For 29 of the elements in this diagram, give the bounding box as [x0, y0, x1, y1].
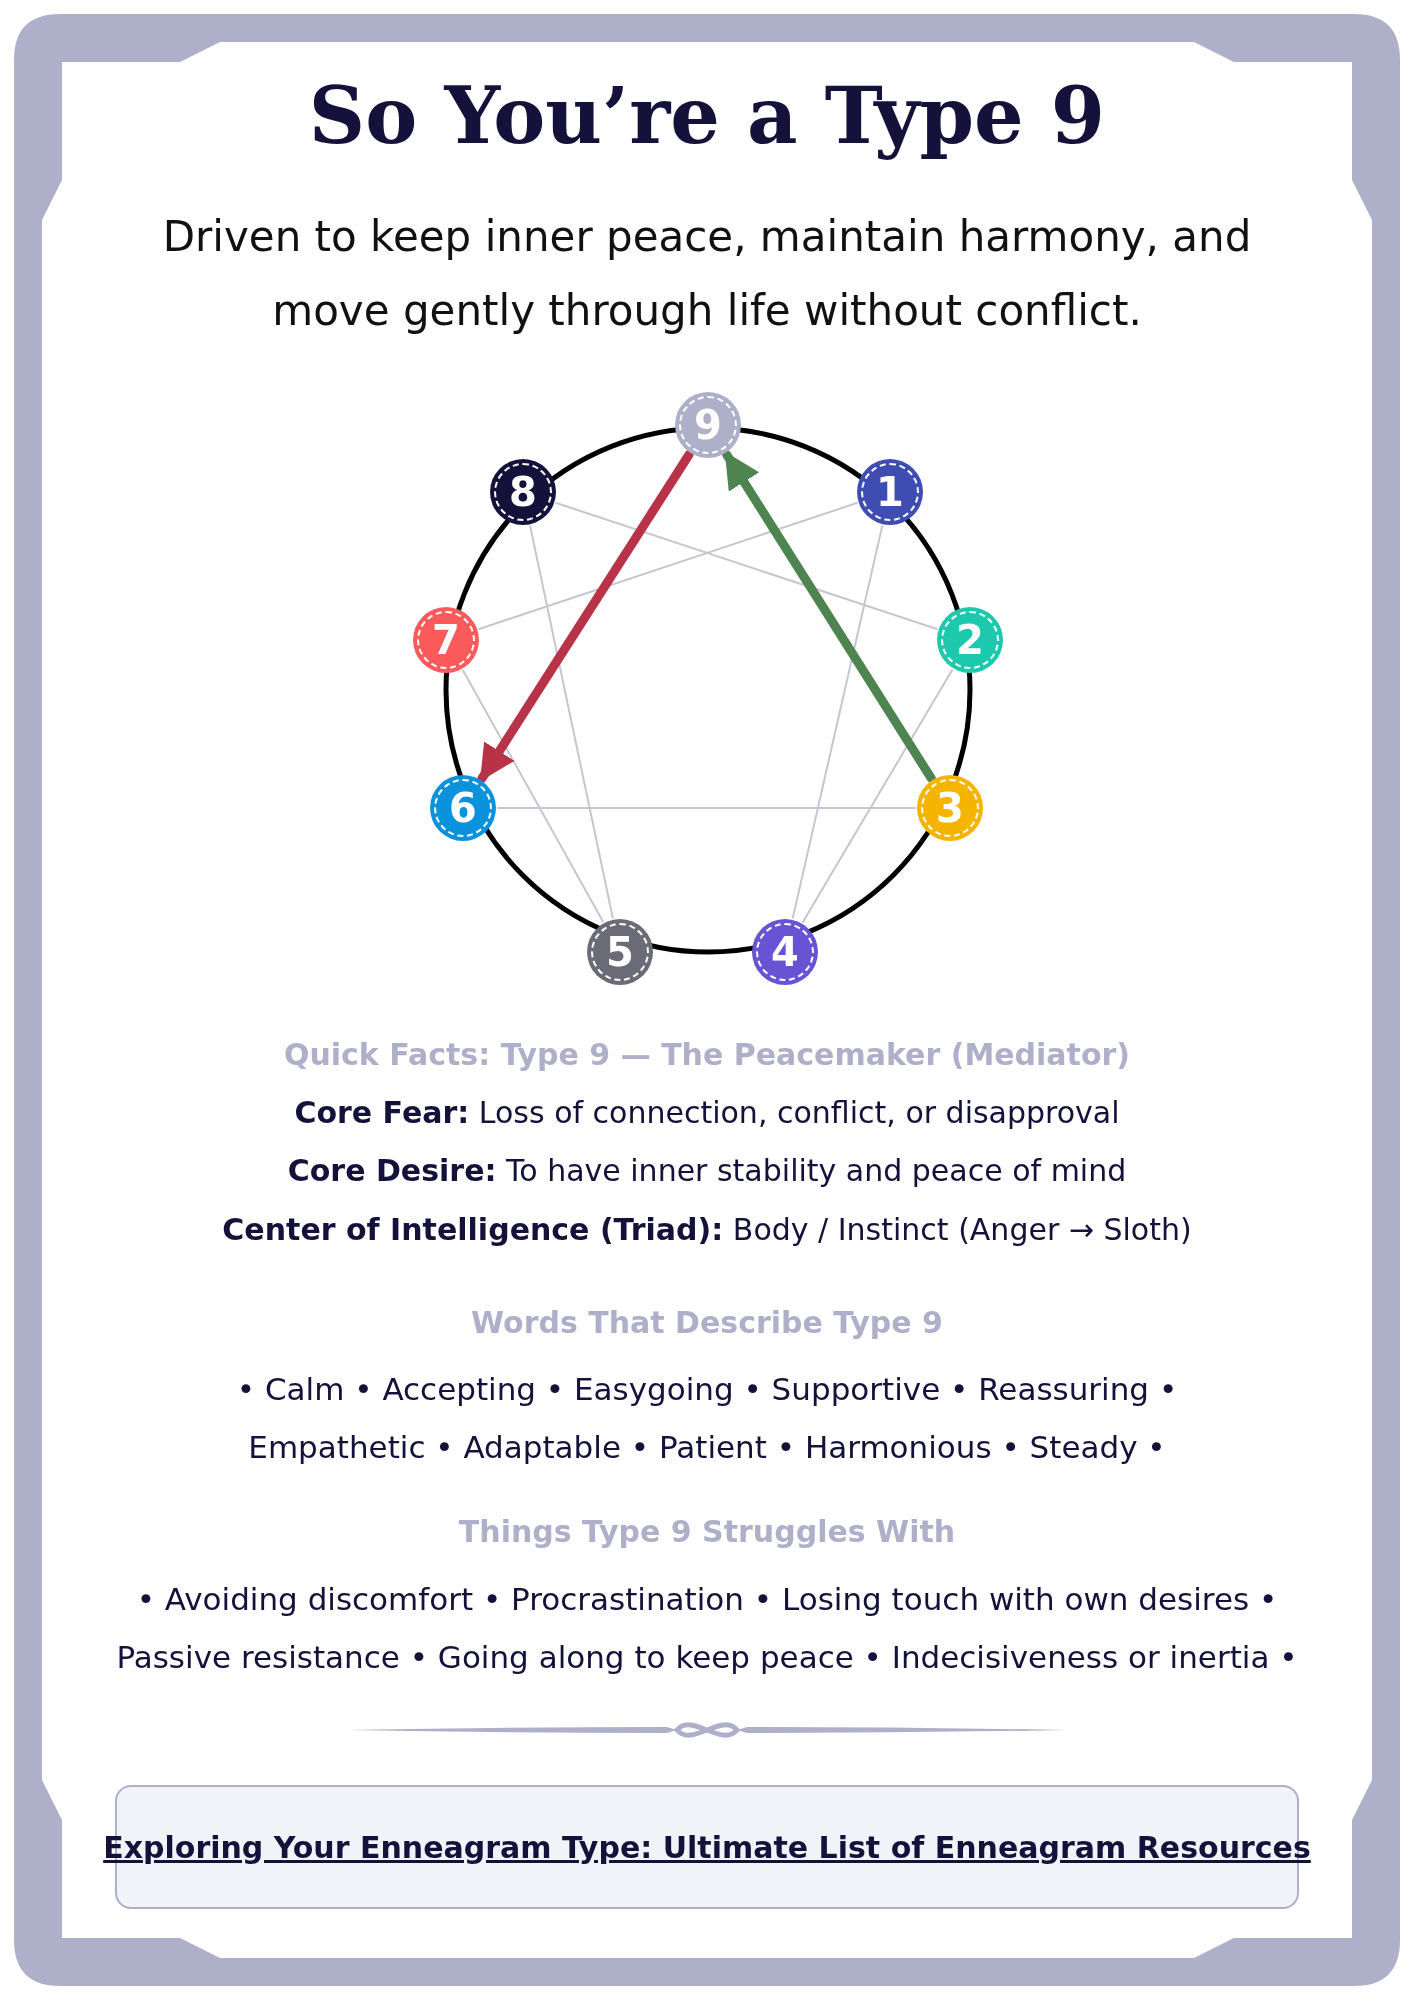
connector-line	[801, 669, 954, 923]
number-circle: 5	[587, 919, 653, 985]
section-heading: Things Type 9 Struggles With	[457, 1513, 957, 1551]
connector-line	[462, 669, 604, 923]
arrow	[722, 450, 936, 783]
number-circle: 4	[752, 919, 818, 985]
resource-link: Exploring Your Enneagram Type: Ultimate List of Enneagram Resources	[103, 1829, 1311, 1865]
number-circle: 9	[675, 392, 741, 458]
section-heading: Quick Facts: Type 9 — The Peacemaker (Mediator)	[282, 1036, 1132, 1074]
arrow	[477, 450, 694, 783]
number-circle: 8	[490, 459, 556, 525]
connector-line	[478, 502, 858, 630]
connector-line	[529, 525, 614, 919]
connector-line	[555, 502, 938, 630]
number-circle: 1	[857, 459, 923, 525]
section-heading: Words That Describe Type 9	[470, 1304, 944, 1342]
word-list: • Avoiding discomfort • Procrastination • Losing touch with own desires • Passive resistance • Going along to keep peace • Indecisiveness or inertia •	[107, 1570, 1307, 1686]
subtitle: Driven to keep inner peace, maintain harmony, and move gently through life without conflict.	[161, 211, 1253, 337]
number-circle: 2	[937, 607, 1003, 673]
fact-line: Core Desire: To have inner stability and peace of mind	[286, 1152, 1128, 1190]
connector-line	[497, 807, 916, 809]
title: So You’re a Type 9	[308, 70, 1106, 161]
number-circle: 7	[413, 607, 479, 673]
fact-line: Center of Intelligence (Triad): Body / Instinct (Anger → Sloth)	[221, 1211, 1193, 1249]
word-list: • Calm • Accepting • Easygoing • Supportive • Reassuring • Empathetic • Adaptable • Patient • Harmonious • Steady •	[207, 1360, 1207, 1476]
fact-line: Core Fear: Loss of connection, conflict, or disapproval	[293, 1094, 1121, 1132]
connector-line	[791, 525, 884, 919]
number-circle: 3	[917, 775, 983, 841]
number-circle: 6	[430, 775, 496, 841]
